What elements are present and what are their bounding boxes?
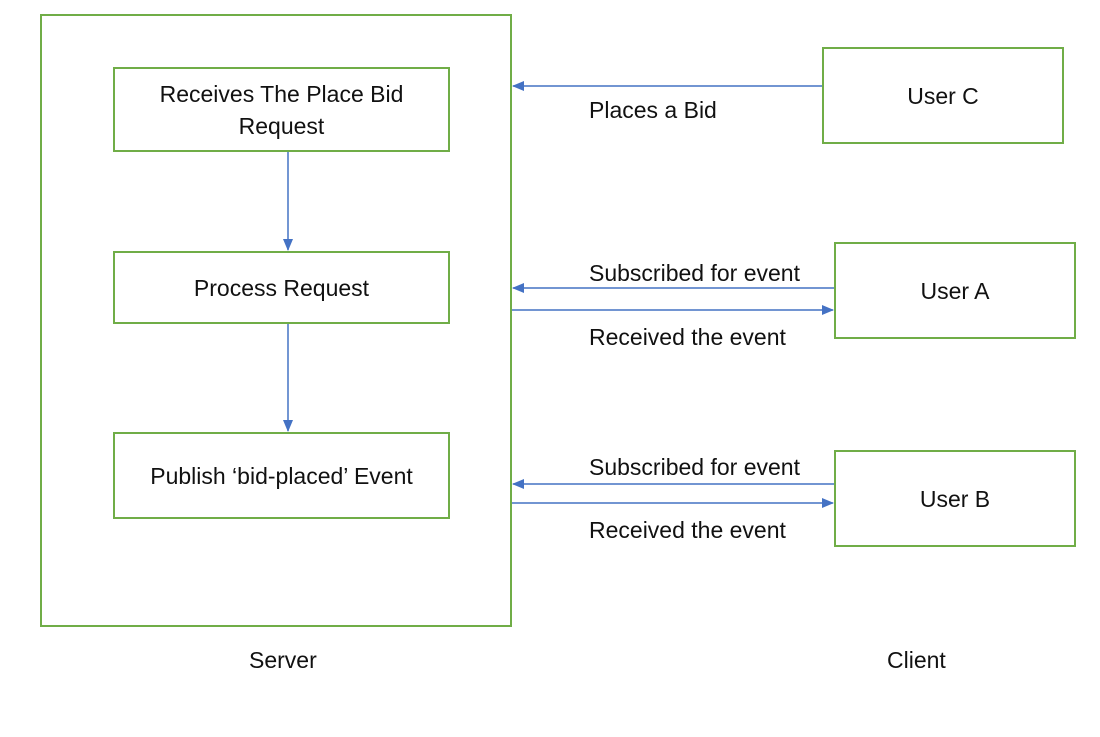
user-b-subscribe-label: Subscribed for event <box>589 454 800 480</box>
step-process-request: Process Request <box>113 251 450 324</box>
user-a-subscribe-label: Subscribed for event <box>589 260 800 286</box>
user-a-receive-label: Received the event <box>589 324 786 350</box>
step-publish-event: Publish ‘bid-placed’ Event <box>113 432 450 519</box>
server-container <box>40 14 512 627</box>
step-process-request-label: Process Request <box>193 274 370 301</box>
user-b-label: User B <box>919 485 991 512</box>
user-a-label: User A <box>920 277 990 304</box>
server-caption: Server <box>249 647 317 673</box>
step-receive-bid-request: Receives The Place Bid Request <box>113 67 450 152</box>
user-b-receive-label: Received the event <box>589 517 786 543</box>
user-a-box: User A <box>834 242 1076 339</box>
step-receive-bid-request-label: Receives The Place Bid Request <box>159 80 404 139</box>
user-c-label: User C <box>907 82 979 109</box>
client-caption: Client <box>887 647 946 673</box>
step-publish-event-label: Publish ‘bid-placed’ Event <box>150 462 413 489</box>
user-c-box: User C <box>822 47 1064 144</box>
places-bid-label: Places a Bid <box>589 97 717 123</box>
user-b-box: User B <box>834 450 1076 547</box>
